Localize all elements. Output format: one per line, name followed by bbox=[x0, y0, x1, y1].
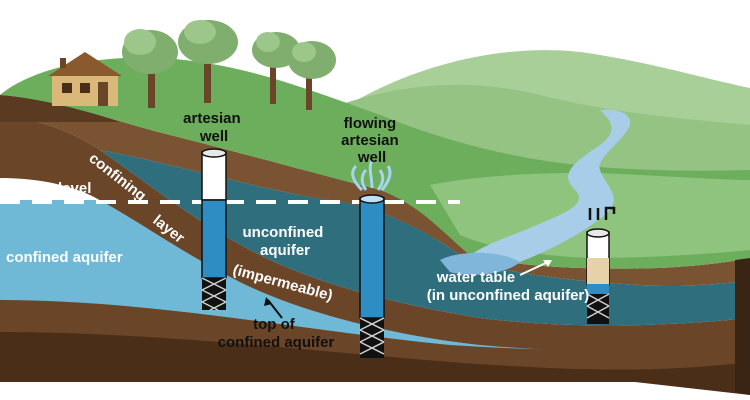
topsoil-layer bbox=[0, 95, 750, 286]
tree-icon bbox=[252, 32, 300, 104]
river-pond bbox=[440, 252, 520, 275]
water-table-arrow bbox=[519, 260, 552, 276]
flowing-artesian-well-label: flowing artesian well bbox=[341, 115, 403, 166]
confined-aquifer-label: confined aquifer bbox=[6, 249, 123, 266]
top-of-confined-label: top of confined aquifer bbox=[218, 316, 335, 351]
house-icon bbox=[48, 52, 122, 106]
tree-icon bbox=[122, 29, 178, 108]
artesian-well-icon bbox=[201, 148, 227, 311]
water-table-well-icon bbox=[586, 206, 616, 324]
artesian-well-label: artesian well bbox=[183, 110, 245, 145]
soil-deep-band bbox=[0, 300, 750, 370]
tree-icon bbox=[178, 20, 238, 103]
water-table-label: water table (in unconfined aquifer) bbox=[427, 269, 590, 304]
water-level-label: ic water level bbox=[0, 180, 91, 197]
tree-icon bbox=[288, 41, 336, 110]
right-side-face bbox=[735, 258, 750, 395]
unconfined-aquifer-label: unconfined aquifer bbox=[243, 224, 328, 259]
topsoil-left bbox=[0, 95, 120, 122]
top-of-confined-arrow bbox=[264, 297, 283, 319]
flowing-artesian-well-icon bbox=[351, 159, 392, 358]
soil-bottom-layer bbox=[0, 330, 750, 395]
